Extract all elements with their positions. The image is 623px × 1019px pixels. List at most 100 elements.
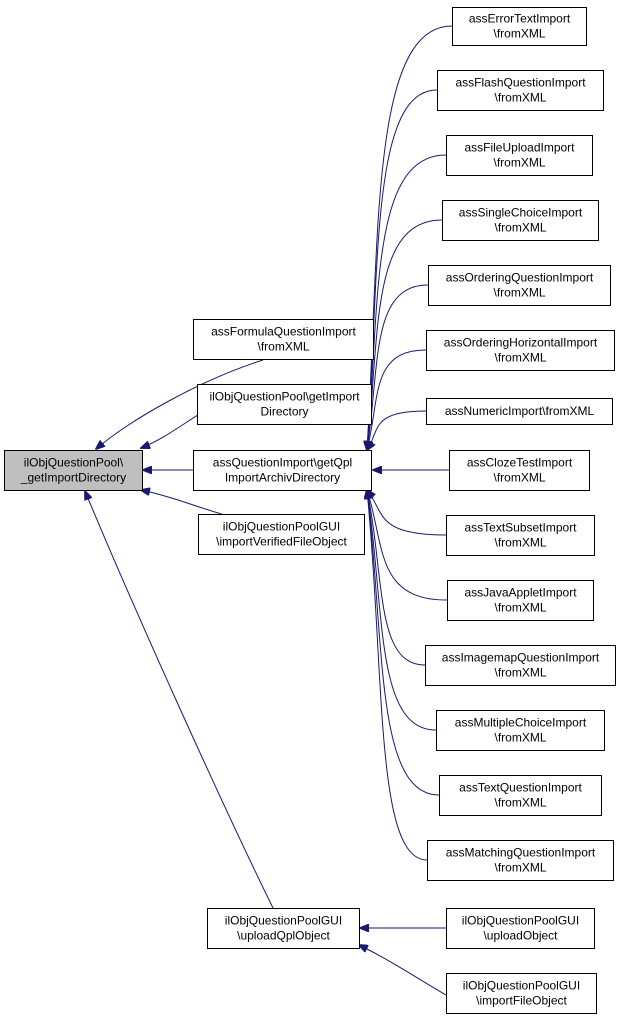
node-label-line: \fromXML (257, 340, 309, 354)
node-box (452, 7, 587, 46)
node-java[interactable]: assJavaAppletImport\fromXML (447, 580, 594, 621)
node-label-line: assFlashQuestionImport (455, 76, 586, 90)
node-ordering-h[interactable]: assOrderingHorizontalImport\fromXML (426, 330, 615, 371)
node-label-line: \uploadQplObject (237, 929, 330, 943)
node-box (446, 908, 595, 949)
node-text-question[interactable]: assTextQuestionImport\fromXML (439, 775, 602, 816)
node-label-line: ilObjQuestionPoolGUI (225, 914, 342, 928)
node-error-text[interactable]: assErrorTextImport\fromXML (452, 7, 587, 46)
node-box (207, 908, 360, 949)
node-label-line: assFileUploadImport (464, 141, 575, 155)
edge-text_question-to-qimport (367, 490, 440, 796)
node-box (447, 580, 594, 621)
node-label-line: Directory (260, 405, 308, 419)
node-label-line: \fromXML (494, 731, 546, 745)
node-box (439, 775, 602, 816)
node-label-line: assOrderingQuestionImport (446, 271, 594, 285)
node-imagemap[interactable]: assImagemapQuestionImport\fromXML (425, 645, 616, 686)
node-label-line: ilObjQuestionPoolGUI (223, 520, 340, 534)
node-label-line: assNumericImport\fromXML (445, 404, 595, 418)
node-cloze[interactable]: assClozeTestImport\fromXML (449, 450, 590, 491)
node-label-line: assTextSubsetImport (464, 521, 577, 535)
node-label-line: \fromXML (494, 91, 546, 105)
node-label-line: \fromXML (494, 796, 546, 810)
node-label-line: \fromXML (493, 156, 545, 170)
node-box (437, 70, 604, 111)
node-box (436, 710, 605, 751)
node-box (193, 450, 372, 491)
node-box (446, 515, 595, 556)
node-label-line: \fromXML (494, 536, 546, 550)
edge-java-to-qimport (367, 490, 448, 601)
node-label-line: assTextQuestionImport (459, 781, 582, 795)
node-box (427, 840, 614, 881)
node-label-line: ilObjQuestionPool\getImport (209, 390, 360, 404)
node-label-line: \fromXML (493, 27, 545, 41)
edge-ordering_h-to-qimport (367, 349, 427, 450)
edge-gui_upload-to-root (85, 491, 274, 909)
edge-error_text-to-qimport (367, 25, 453, 450)
edge-imagemap-to-qimport (367, 490, 426, 666)
node-file-upload[interactable]: assFileUploadImport\fromXML (446, 135, 593, 176)
node-text-subset[interactable]: assTextSubsetImport\fromXML (446, 515, 595, 556)
node-root[interactable]: ilObjQuestionPool\_getImportDirectory (4, 450, 143, 491)
node-label-line: ilObjQuestionPool\ (24, 456, 124, 470)
node-box (425, 645, 616, 686)
node-box (446, 135, 593, 176)
edge-numeric-to-qimport (367, 410, 427, 450)
node-label-line: assSingleChoiceImport (459, 206, 583, 220)
edges (85, 25, 453, 996)
node-single-choice[interactable]: assSingleChoiceImport\fromXML (442, 200, 599, 241)
node-import-file[interactable]: ilObjQuestionPoolGUI\importFileObject (446, 973, 597, 1014)
node-label-line: assClozeTestImport (467, 456, 573, 470)
node-label-line: \importFileObject (476, 994, 567, 1008)
nodes: ilObjQuestionPool\_getImportDirectoryass… (4, 7, 616, 1014)
node-gui-upload[interactable]: ilObjQuestionPoolGUI\uploadQplObject (207, 908, 360, 949)
node-pool-get[interactable]: ilObjQuestionPool\getImportDirectory (197, 384, 372, 425)
node-label-line: \importVerifiedFileObject (216, 535, 347, 549)
node-numeric[interactable]: assNumericImport\fromXML (426, 398, 613, 425)
node-qimport[interactable]: assQuestionImport\getQplImportArchivDire… (193, 450, 372, 491)
node-label-line: assErrorTextImport (469, 12, 571, 26)
edge-text_subset-to-qimport (367, 490, 447, 536)
edge-multiple_choice-to-qimport (367, 490, 437, 731)
edge-import_file-to-gui_upload (359, 945, 447, 996)
node-label-line: \fromXML (494, 861, 546, 875)
node-label-line: \fromXML (494, 221, 546, 235)
node-box (193, 319, 374, 360)
edge-gui_verified-to-root (141, 490, 229, 517)
node-label-line: \fromXML (494, 601, 546, 615)
edge-formula-to-root (96, 359, 264, 449)
node-flash[interactable]: assFlashQuestionImport\fromXML (437, 70, 604, 111)
node-gui-verified[interactable]: ilObjQuestionPoolGUI\importVerifiedFileO… (198, 514, 365, 555)
node-box (446, 973, 597, 1014)
node-label-line: assImagemapQuestionImport (442, 651, 600, 665)
node-label-line: assMatchingQuestionImport (446, 846, 596, 860)
node-label-line: \fromXML (493, 471, 545, 485)
node-box (442, 200, 599, 241)
node-formula[interactable]: assFormulaQuestionImport\fromXML (193, 319, 374, 360)
node-multiple-choice[interactable]: assMultipleChoiceImport\fromXML (436, 710, 605, 751)
node-box (449, 450, 590, 491)
node-label-line: ImportArchivDirectory (225, 471, 340, 485)
node-label-line: assQuestionImport\getQpl (213, 456, 352, 470)
node-box (197, 384, 372, 425)
node-label-line: assFormulaQuestionImport (211, 325, 356, 339)
node-ordering[interactable]: assOrderingQuestionImport\fromXML (428, 265, 611, 306)
node-label-line: _getImportDirectory (20, 471, 126, 485)
node-box (426, 398, 613, 425)
node-label-line: \uploadObject (483, 929, 558, 943)
node-label-line: assMultipleChoiceImport (455, 716, 587, 730)
node-box (198, 514, 365, 555)
node-box (428, 265, 611, 306)
node-label-line: \fromXML (493, 286, 545, 300)
node-label-line: ilObjQuestionPoolGUI (462, 914, 579, 928)
node-label-line: \fromXML (494, 666, 546, 680)
node-upload-object[interactable]: ilObjQuestionPoolGUI\uploadObject (446, 908, 595, 949)
node-box (4, 450, 143, 491)
node-label-line: \fromXML (494, 351, 546, 365)
node-label-line: ilObjQuestionPoolGUI (463, 979, 580, 993)
node-matching[interactable]: assMatchingQuestionImport\fromXML (427, 840, 614, 881)
node-box (426, 330, 615, 371)
